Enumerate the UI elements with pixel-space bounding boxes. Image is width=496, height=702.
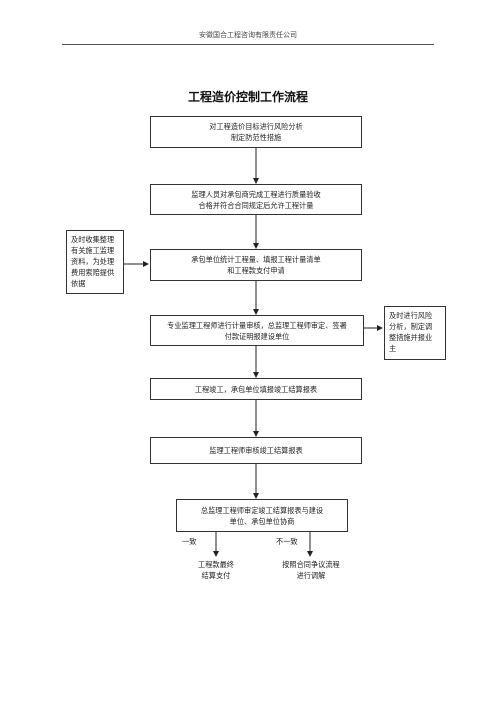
left-note-line: 依据 xyxy=(71,279,86,288)
branch-agree-label: 一致 xyxy=(182,537,197,546)
step-3-line-1: 承包单位统计工程量、填报工程计量清单 xyxy=(191,255,321,264)
agree-result-line-1: 工程款最终 xyxy=(198,560,234,569)
left-note-line: 费用索赔提供 xyxy=(71,268,115,277)
note-risk-adjustment: 及时进行风险 分析，制定调 整措施并报业 主 xyxy=(384,306,446,360)
flowchart-title: 工程造价控制工作流程 xyxy=(187,90,308,104)
step-2-line-2: 合格并符合合同规定后允许工程计量 xyxy=(198,200,314,210)
step-measurement-review: 专业监理工程师进行计量审核，总监理工程师审定、签署 付款证明报建设单位 xyxy=(150,315,364,346)
disagree-result-line-1: 按照合同争议流程 xyxy=(282,560,340,569)
step-completion-report: 工程竣工，承包单位填报竣工结算报表 xyxy=(150,378,362,400)
step-7-line-1: 总监理工程师审定竣工结算报表与建设 xyxy=(200,505,324,515)
step-3-line-2: 和工程款支付申请 xyxy=(227,266,285,275)
note-collect-claim-data: 及时收集整理 有关施工监理 资料，为处理 费用索赔提供 依据 xyxy=(66,230,124,294)
step-7-line-2: 单位、承包单位协商 xyxy=(229,516,295,526)
step-1-line-1: 对工程造价目标进行风险分析 xyxy=(209,122,303,131)
step-risk-analysis: 对工程造价目标进行风险分析 制定防范性措施 xyxy=(150,116,362,148)
right-note-line: 及时进行风险 xyxy=(389,311,433,320)
result-dispute-mediation: 按照合同争议流程 进行调解 xyxy=(266,559,356,581)
left-note-line: 资料，为处理 xyxy=(71,257,115,266)
step-6-line-1: 监理工程师审核竣工结算报表 xyxy=(209,446,303,455)
left-note-line: 及时收集整理 xyxy=(71,235,115,244)
header-divider xyxy=(62,44,434,45)
step-4-line-1: 专业监理工程师进行计量审核，总监理工程师审定、签署 xyxy=(167,320,347,330)
step-5-line-1: 工程竣工，承包单位填报竣工结算报表 xyxy=(194,384,318,394)
step-1-line-2: 制定防范性措施 xyxy=(230,133,282,142)
step-settlement-review: 监理工程师审核竣工结算报表 xyxy=(150,437,362,464)
step-quantity-report: 承包单位统计工程量、填报工程计量清单 和工程款支付申请 xyxy=(150,249,362,281)
right-note-line: 整措施并报业 xyxy=(389,333,433,342)
page-header: 安徽国合工程咨询有限责任公司 xyxy=(199,31,297,39)
right-note-line: 分析，制定调 xyxy=(389,322,433,331)
step-4-line-2: 付款证明报建设单位 xyxy=(224,331,290,341)
step-2-line-1: 监理人员对承包商完成工程进行质量验收 xyxy=(191,189,321,199)
left-note-line: 有关施工监理 xyxy=(71,246,115,255)
right-note-line: 主 xyxy=(389,344,397,353)
result-final-payment: 工程款最终 结算支付 xyxy=(176,559,256,581)
branch-disagree-label: 不一致 xyxy=(276,537,298,546)
step-final-approval: 总监理工程师审定竣工结算报表与建设 单位、承包单位协商 xyxy=(176,499,348,532)
step-quality-acceptance: 监理人员对承包商完成工程进行质量验收 合格并符合合同规定后允许工程计量 xyxy=(150,184,362,215)
disagree-result-line-2: 进行调解 xyxy=(296,571,326,580)
agree-result-line-2: 结算支付 xyxy=(201,571,231,580)
